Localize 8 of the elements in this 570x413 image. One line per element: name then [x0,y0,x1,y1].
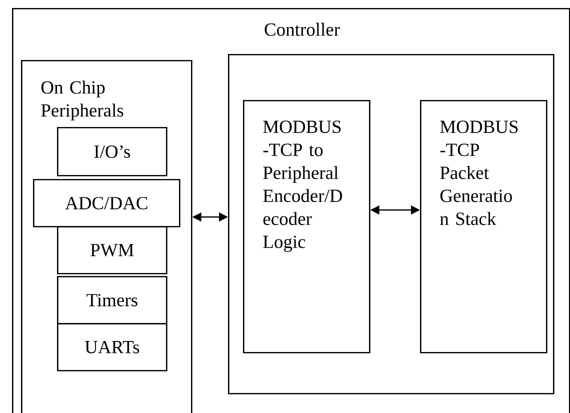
group-box [228,54,554,394]
process-box: ADC/DAC [33,179,180,228]
process-box: Timers [57,276,168,324]
process-box: I/O’s [57,127,168,176]
process-box: MODBUS -TCP Packet Generatio n Stack [420,100,548,354]
process-box: MODBUS -TCP to Peripheral Encoder/D ecoder Logic [243,100,370,354]
process-box: PWM [57,226,168,274]
process-box: UARTs [57,323,168,372]
